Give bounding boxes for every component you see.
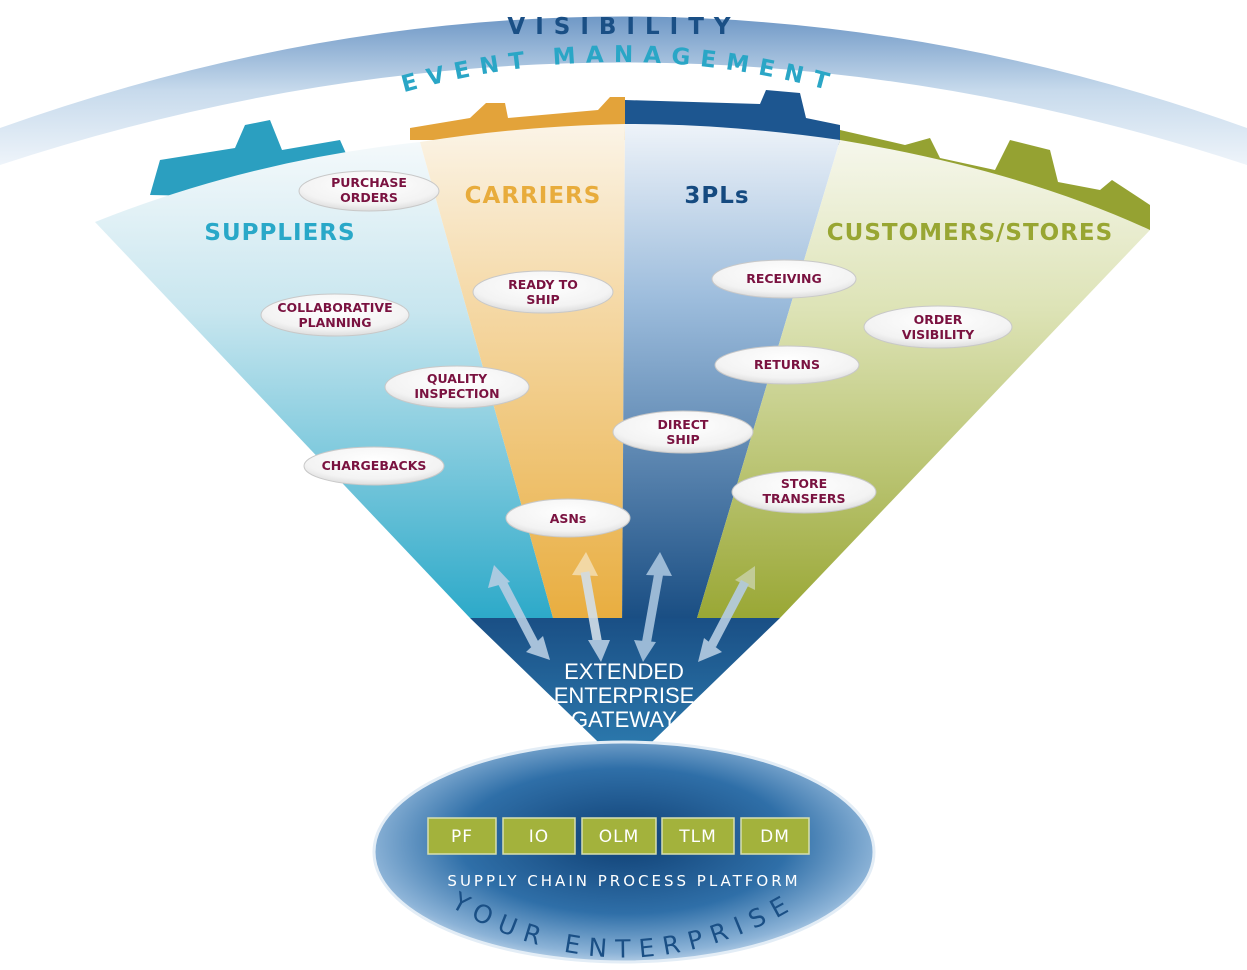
platform-label: SUPPLY CHAIN PROCESS PLATFORM bbox=[447, 872, 800, 890]
svg-text:QUALITY: QUALITY bbox=[427, 371, 488, 386]
svg-text:RECEIVING: RECEIVING bbox=[746, 271, 822, 286]
segment-suppliers bbox=[95, 142, 555, 625]
svg-text:PF: PF bbox=[451, 827, 473, 847]
svg-text:PURCHASE: PURCHASE bbox=[331, 175, 407, 190]
svg-text:TRANSFERS: TRANSFERS bbox=[763, 491, 846, 506]
pill-ready-to-ship: READY TO SHIP bbox=[472, 270, 614, 314]
svg-text:INSPECTION: INSPECTION bbox=[414, 386, 499, 401]
svg-text:TLM: TLM bbox=[678, 827, 717, 847]
pill-purchase-orders: PURCHASE ORDERS bbox=[298, 170, 440, 212]
svg-text:VISIBILITY: VISIBILITY bbox=[902, 327, 975, 342]
pill-receiving: RECEIVING bbox=[711, 259, 857, 299]
arrow-suppliers bbox=[488, 565, 550, 660]
svg-text:SHIP: SHIP bbox=[526, 292, 559, 307]
svg-text:DIRECT: DIRECT bbox=[658, 417, 709, 432]
pill-order-visibility: ORDER VISIBILITY bbox=[863, 305, 1013, 349]
svg-text:OLM: OLM bbox=[599, 827, 640, 847]
module-io: IO bbox=[502, 817, 576, 855]
visibility-band bbox=[0, 16, 1247, 165]
arrow-customers bbox=[698, 566, 755, 662]
svg-text:STORE: STORE bbox=[781, 476, 827, 491]
svg-text:COLLABORATIVE: COLLABORATIVE bbox=[277, 300, 392, 315]
svg-text:READY TO: READY TO bbox=[508, 277, 578, 292]
gateway-line-1: EXTENDED bbox=[564, 659, 684, 684]
module-tlm: TLM bbox=[661, 817, 735, 855]
arrows bbox=[488, 552, 755, 662]
svg-text:DM: DM bbox=[760, 827, 790, 847]
svg-text:IO: IO bbox=[529, 827, 549, 847]
gateway-line-2: ENTERPRISE bbox=[554, 683, 695, 708]
module-olm: OLM bbox=[581, 817, 657, 855]
pill-asns: ASNs bbox=[505, 498, 631, 538]
svg-text:SHIP: SHIP bbox=[666, 432, 699, 447]
pill-quality-inspection: QUALITY INSPECTION bbox=[384, 365, 530, 409]
visibility-title: VISIBILITY bbox=[507, 14, 740, 40]
3pls-label: 3PLs bbox=[684, 183, 749, 209]
svg-text:ASNs: ASNs bbox=[550, 511, 587, 526]
pill-store-transfers: STORE TRANSFERS bbox=[731, 470, 877, 514]
svg-text:RETURNS: RETURNS bbox=[754, 357, 820, 372]
svg-text:ORDERS: ORDERS bbox=[340, 190, 398, 205]
pill-returns: RETURNS bbox=[714, 345, 860, 385]
svg-text:CHARGEBACKS: CHARGEBACKS bbox=[322, 458, 427, 473]
pill-direct-ship: DIRECT SHIP bbox=[612, 410, 754, 454]
module-pf: PF bbox=[427, 817, 497, 855]
svg-text:PLANNING: PLANNING bbox=[298, 315, 371, 330]
svg-text:ORDER: ORDER bbox=[914, 312, 963, 327]
module-dm: DM bbox=[740, 817, 810, 855]
suppliers-label: SUPPLIERS bbox=[204, 220, 355, 246]
pill-chargebacks: CHARGEBACKS bbox=[303, 446, 445, 486]
pill-collaborative-planning: COLLABORATIVE PLANNING bbox=[260, 293, 410, 337]
customers-label: CUSTOMERS/STORES bbox=[827, 220, 1113, 246]
arrow-3pls bbox=[634, 552, 672, 662]
arrow-carriers bbox=[572, 552, 610, 662]
carriers-label: CARRIERS bbox=[465, 183, 602, 209]
gateway-line-3: GATEWAY bbox=[571, 707, 677, 732]
